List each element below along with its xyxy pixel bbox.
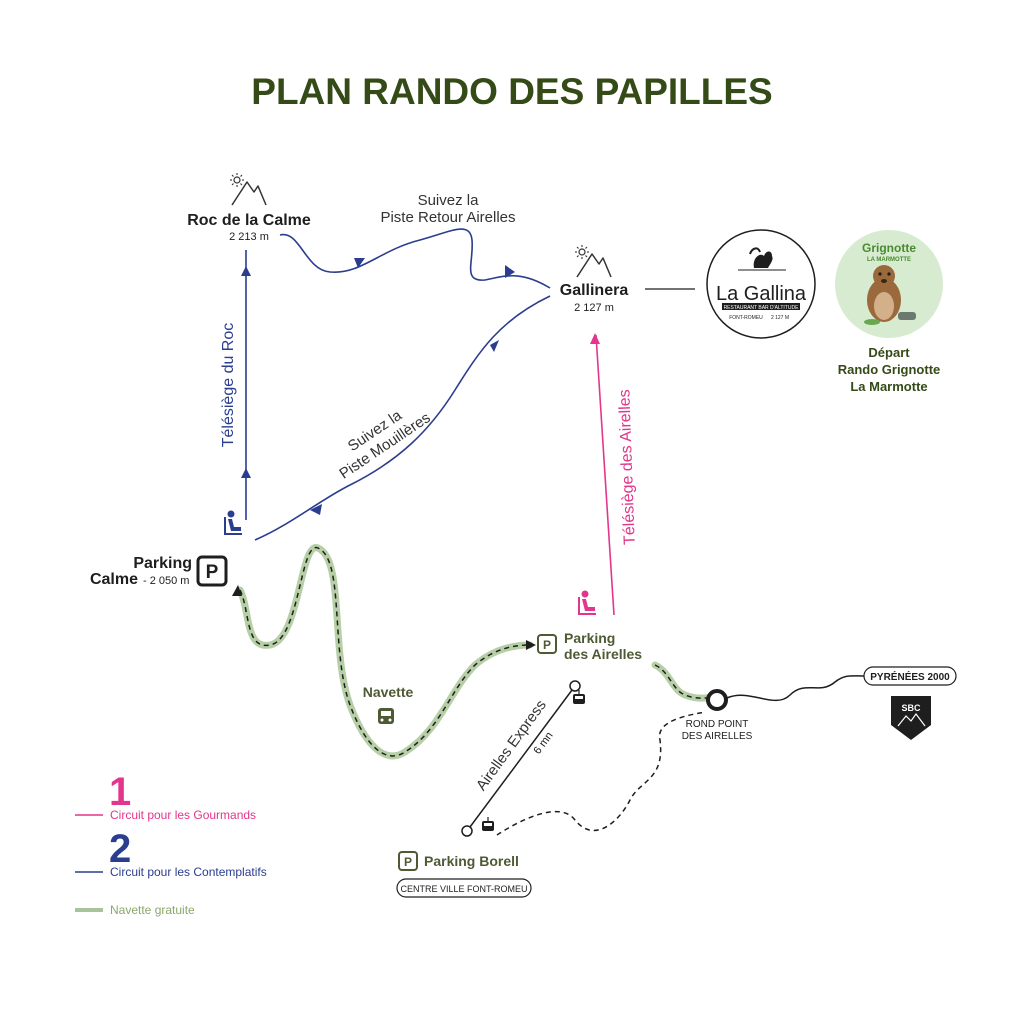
gondola-icon bbox=[573, 690, 585, 704]
label-retour-line2: Piste Retour Airelles bbox=[380, 209, 515, 226]
parking-calme-line1: Parking bbox=[133, 555, 192, 572]
restaurant-subtitle: RESTAURANT BAR D'ALTITUDE bbox=[724, 305, 800, 311]
navette-arrow-end bbox=[526, 640, 536, 650]
legend-label-3: Navette gratuite bbox=[110, 903, 195, 917]
pink-arrow bbox=[590, 333, 600, 344]
pyrenees-2000: PYRÉNÉES 2000 SBC bbox=[863, 666, 957, 740]
restaurant-la-gallina: La Gallina RESTAURANT BAR D'ALTITUDE FON… bbox=[706, 229, 816, 339]
label-telesiege-roc: Télésiège du Roc bbox=[220, 323, 237, 448]
parking-airelles-icon-letter: P bbox=[543, 638, 551, 652]
parking-calme: Parking Calme - 2 050 m P bbox=[90, 555, 228, 588]
rooster-icon bbox=[749, 247, 773, 268]
parking-borell: P Parking Borell CENTRE VILLE FONT-ROMEU bbox=[396, 851, 532, 898]
chairlift-icon bbox=[224, 510, 242, 535]
peak-roc-altitude: 2 213 m bbox=[229, 231, 269, 243]
road-pyrenees-2000 bbox=[726, 675, 866, 702]
navette-arrow-start bbox=[232, 585, 242, 596]
circuit-contemplatifs bbox=[245, 228, 551, 541]
blue-arrows bbox=[241, 258, 515, 515]
grignotte-caption-line2: Rando Grignotte bbox=[838, 362, 941, 377]
legend-number-1: 1 bbox=[109, 770, 131, 814]
legend: 1 Circuit pour les Gourmands 2 Circuit p… bbox=[75, 770, 267, 917]
grignotte-logo-line1: Grignotte bbox=[862, 241, 916, 255]
peak-gallinera-altitude: 2 127 m bbox=[574, 302, 614, 314]
label-telesiege-airelles: Télésiège des Airelles bbox=[616, 389, 638, 545]
legend-number-2: 2 bbox=[109, 827, 131, 871]
mountain-icon bbox=[229, 172, 267, 206]
parking-calme-altitude: - 2 050 m bbox=[143, 575, 189, 587]
parking-icon-letter: P bbox=[206, 562, 219, 583]
roundabout-icon bbox=[706, 689, 728, 711]
roundabout-line1: ROND POINT bbox=[686, 719, 749, 730]
legend-label-2: Circuit pour les Contemplatifs bbox=[110, 865, 267, 879]
roundabout-airelles: ROND POINT DES AIRELLES bbox=[682, 689, 753, 742]
parking-calme-line2: Calme bbox=[90, 571, 138, 588]
gondola-icon bbox=[482, 817, 494, 831]
restaurant-altitude: 2 127 M bbox=[771, 315, 789, 321]
chairlift-icon-pink bbox=[578, 590, 596, 615]
pyrenees-label: PYRÉNÉES 2000 bbox=[870, 670, 950, 683]
legend-label-1: Circuit pour les Gourmands bbox=[110, 808, 256, 822]
marmot-icon bbox=[864, 265, 916, 325]
road-borell bbox=[496, 711, 706, 836]
peak-roc-name: Roc de la Calme bbox=[187, 212, 311, 229]
roundabout-line2: DES AIRELLES bbox=[682, 731, 753, 742]
map-title: PLAN RANDO DES PAPILLES bbox=[251, 71, 772, 112]
peak-gallinera: Gallinera 2 127 m bbox=[560, 244, 629, 314]
peak-gallinera-name: Gallinera bbox=[560, 282, 629, 299]
grignotte-logo-line2: LA MARMOTTE bbox=[867, 257, 911, 263]
label-airelles-express-time: 6 mn bbox=[532, 730, 556, 757]
parking-airelles-line2: des Airelles bbox=[564, 646, 642, 662]
legend-item-contemplatifs: 2 Circuit pour les Contemplatifs bbox=[75, 827, 267, 879]
sbc-badge-icon bbox=[891, 696, 931, 740]
restaurant-place: FONT-ROMEU bbox=[729, 315, 763, 321]
label-navette: Navette bbox=[363, 684, 414, 700]
parking-borell-icon-letter: P bbox=[404, 855, 412, 869]
restaurant-name: La Gallina bbox=[716, 283, 807, 305]
telesiege-airelles-line bbox=[595, 334, 615, 616]
parking-borell-sub: CENTRE VILLE FONT-ROMEU bbox=[400, 884, 527, 894]
label-retour-line1: Suivez la bbox=[418, 192, 480, 209]
parking-icon bbox=[537, 634, 557, 654]
grignotte-caption-line1: Départ bbox=[868, 345, 910, 360]
sbc-badge-text: SBC bbox=[901, 703, 921, 713]
grignotte-caption-line3: La Marmotte bbox=[850, 379, 927, 394]
parking-icon bbox=[196, 555, 228, 587]
parking-airelles: P Parking des Airelles bbox=[537, 630, 642, 662]
legend-item-gourmands: 1 Circuit pour les Gourmands bbox=[75, 770, 256, 822]
legend-item-navette: Navette gratuite bbox=[75, 903, 195, 917]
peak-roc-de-la-calme: Roc de la Calme 2 213 m bbox=[187, 172, 311, 243]
parking-icon bbox=[398, 851, 418, 871]
navette-route bbox=[236, 544, 712, 760]
mountain-icon bbox=[574, 244, 612, 278]
parking-airelles-line1: Parking bbox=[564, 630, 615, 646]
piste-retour-airelles-line bbox=[279, 228, 551, 289]
piste-mouilleres-line bbox=[254, 295, 551, 541]
parking-borell-name: Parking Borell bbox=[424, 853, 519, 869]
grignotte-logo: Grignotte LA MARMOTTE bbox=[835, 230, 943, 338]
bus-icon bbox=[378, 708, 394, 724]
